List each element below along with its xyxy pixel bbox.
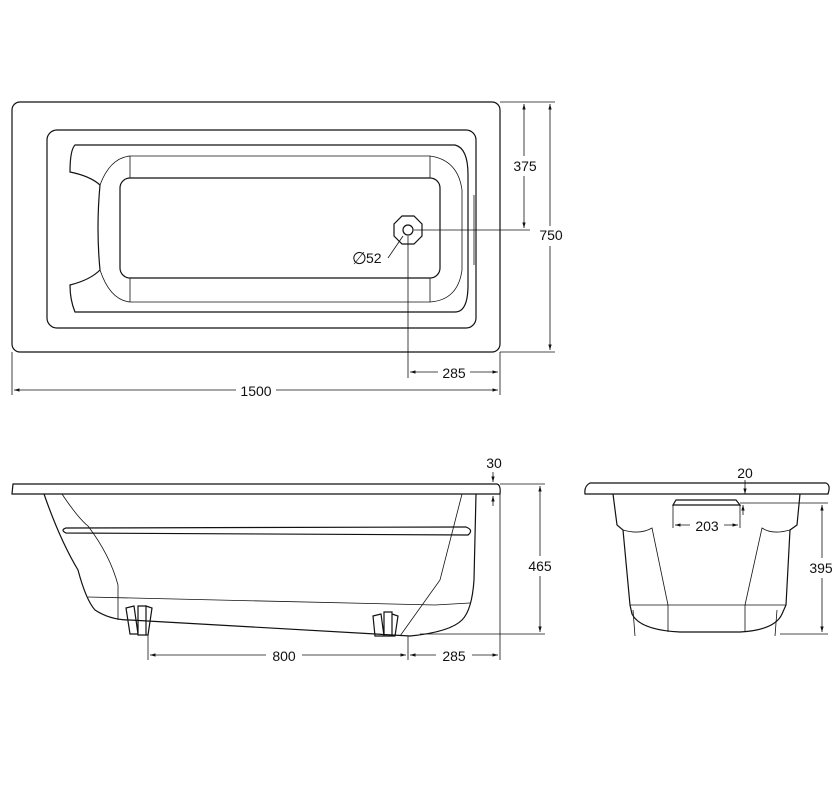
dim-drain-offset-length: 285: [442, 365, 466, 381]
end-rim: [584, 482, 830, 495]
plan-basin: [69, 144, 469, 313]
side-body-inner: [61, 493, 119, 620]
dim-drain-diameter: 52: [366, 250, 382, 266]
end-feet: [632, 609, 778, 637]
dim-drain-offset-width: 375: [513, 158, 537, 174]
plan-inner-rim: [46, 129, 477, 329]
side-rim: [11, 483, 501, 495]
foot-right: [372, 611, 399, 637]
dim-foot-offset: 285: [442, 648, 466, 664]
drain-octagon: [393, 215, 423, 245]
side-body-outer: [43, 493, 477, 637]
diameter-symbol: ∅: [352, 249, 367, 268]
side-ledge: [62, 526, 472, 536]
end-view: 395 20 203: [584, 465, 835, 637]
drain-circle: [402, 224, 414, 236]
dim-overall-height: 465: [528, 558, 552, 574]
dim-height-below-overflow: 395: [809, 560, 833, 576]
side-floor-line: [87, 596, 471, 606]
plan-floor: [119, 177, 441, 279]
end-body-lines: [622, 527, 791, 606]
side-view: 465 30 800 285: [11, 455, 556, 664]
overflow-outlet: [671, 499, 742, 506]
plan-view: 375 750 285 1500 ∅ 52: [11, 101, 566, 399]
dim-overall-length: 1500: [240, 383, 271, 399]
side-body-line: [399, 493, 463, 637]
dim-feet-spacing: 800: [272, 648, 296, 664]
dim-overflow-width: 203: [695, 518, 719, 534]
dim-overall-width: 750: [539, 227, 563, 243]
end-body: [612, 493, 801, 633]
dim-diameter-leader: [387, 235, 404, 259]
dim-overflow-offset: 20: [737, 465, 753, 481]
dim-rim-thickness: 30: [486, 455, 502, 471]
end-body-lines: [667, 605, 746, 632]
plan-outer-rim: [11, 101, 501, 353]
